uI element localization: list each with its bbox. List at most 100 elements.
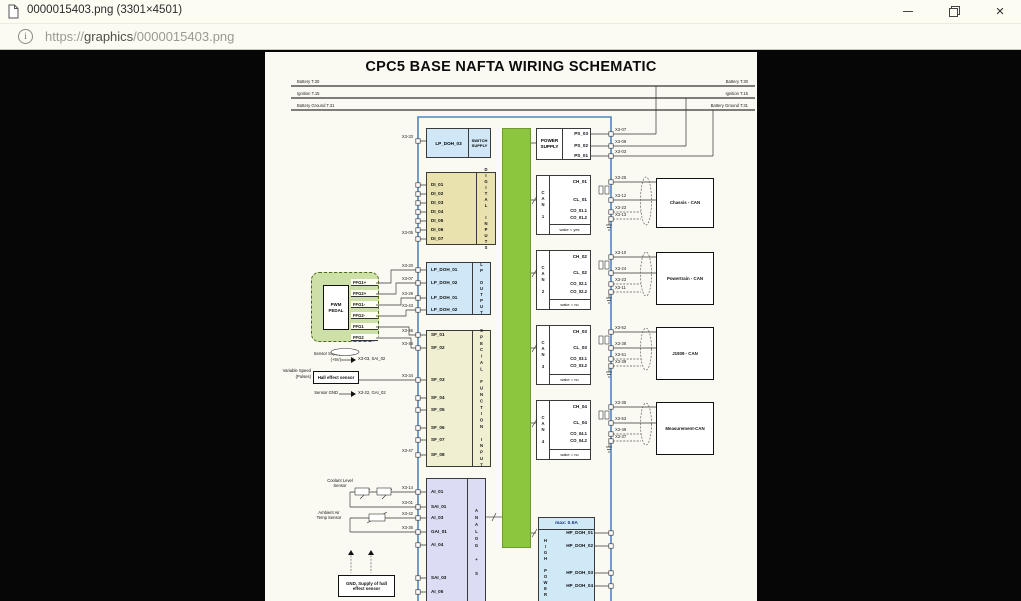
variable-speed-label: Variable Speed — [282, 368, 311, 373]
analog-title: ANALOG + S — [474, 508, 479, 578]
io-frame — [417, 116, 612, 601]
pin-label: X3-13 — [615, 212, 627, 217]
sf-label: SF_02 — [431, 345, 445, 350]
pin-label: X3-14 — [401, 485, 413, 490]
pin-label: X3-48 — [401, 341, 413, 346]
pin-label: X3-52 — [615, 325, 627, 330]
can1-tag: CAN 1 — [540, 190, 546, 220]
tab-title[interactable]: 0000015403.png (3301×4501) — [27, 4, 183, 16]
pin-label: X3-07 — [615, 127, 627, 132]
address-bar[interactable]: i https://graphics/0000015403.png — [0, 24, 1021, 50]
can3-ch: CH_03 — [572, 329, 587, 334]
pwm-pedal-box: PWM PEDAL — [323, 285, 349, 330]
pin-label: X3-12 — [615, 193, 627, 198]
can4-co2: CO_04.2 — [570, 438, 587, 443]
variable-speed-label2: (Pulses) — [295, 374, 311, 379]
hp-label: HP_DOH_03 — [566, 570, 593, 575]
rail-label: Battery T.30 — [297, 79, 320, 84]
sf-label: SF_08 — [431, 452, 445, 457]
di-label: DI_05 — [431, 218, 444, 223]
pin-label: X3-23 — [615, 277, 627, 282]
sensor-supply-pin: X3-03, SAI_02 — [358, 356, 386, 361]
can2-tag: CAN 2 — [540, 265, 546, 295]
rail-label: Battery T.30 — [725, 79, 748, 84]
an-label: AI_03 — [431, 515, 444, 520]
di-label: DI_03 — [431, 200, 444, 205]
site-info-icon[interactable]: i — [18, 29, 33, 44]
can4-ch: CH_04 — [572, 404, 587, 409]
pin-label: X3-24 — [615, 266, 627, 271]
pin-label: X3-37 — [615, 434, 627, 439]
can2-wake: wake = no — [549, 299, 590, 309]
block-can2: CAN 2 wake = no — [536, 250, 591, 310]
can4-cl: CL_04 — [573, 420, 587, 425]
close-button[interactable]: × — [980, 0, 1020, 23]
connector-pins — [415, 131, 614, 595]
pin-label: X3-49 — [615, 427, 627, 432]
url-text[interactable]: https://graphics/0000015403.png — [45, 29, 234, 44]
sf-label: SF_05 — [431, 407, 445, 412]
sensor-supply-label2: (+5V) — [330, 357, 341, 362]
can3-co1: CO_03.1 — [570, 356, 587, 361]
schematic-wiring — [291, 85, 755, 601]
can2-co2: CO_02.2 — [570, 289, 587, 294]
di-label: DI_04 — [431, 209, 444, 214]
switch-supply-role: SWITCH SUPPLY — [471, 137, 488, 148]
high-power-title: HIGH POWER — [543, 537, 548, 598]
block-analog: ANALOG + S — [426, 478, 486, 601]
block-power-supply: POWER SUPPLY — [536, 128, 591, 160]
sf-label: SF_07 — [431, 437, 445, 442]
block-can1: CAN 1 wake = yes — [536, 175, 591, 235]
block-can3: CAN 3 wake = no — [536, 325, 591, 385]
gnd-supply-box: GND, Supply of hall effect sensor — [338, 575, 395, 597]
ps-label: PS_01 — [574, 153, 588, 158]
can4-wake: wake = no — [549, 449, 590, 459]
can2-cl: CL_02 — [573, 270, 587, 275]
shielded-wires — [350, 176, 652, 573]
pin-label: X3-38 — [615, 341, 627, 346]
pin-label: X3-42 — [401, 511, 413, 516]
coolant-sensor-label: Coolant Level Sensor — [327, 478, 353, 489]
pwm-signal: FFG1 — [351, 323, 378, 330]
pin-label: X3-29 — [401, 291, 413, 296]
digital-inputs-title: DIGITAL INPUTS — [483, 166, 489, 251]
pin-label: X3-20 — [401, 263, 413, 268]
pin-label: X3-53 — [615, 416, 627, 421]
an-label: SAI_01 — [431, 504, 447, 509]
pin-label: X3-05 — [401, 230, 413, 235]
sf-label: SF_03 — [431, 377, 445, 382]
minimize-button[interactable] — [888, 0, 928, 23]
restore-button[interactable] — [934, 0, 974, 23]
pwm-signal: FFG2- — [351, 312, 378, 319]
pin-label: X3-25 — [615, 175, 627, 180]
pin-label: X3-51 — [615, 352, 627, 357]
block-lp-output: LP OUTPUT — [426, 262, 491, 316]
pwm-signal: FFG2+ — [351, 290, 378, 297]
url-path: /0000015403.png — [133, 29, 235, 44]
can1-co1: CO_01.1 — [570, 208, 587, 213]
di-label: DI_02 — [431, 191, 444, 196]
can4-tag: CAN 4 — [540, 415, 546, 445]
an-label: AI_04 — [431, 542, 444, 547]
di-label: DI_06 — [431, 227, 444, 232]
ps-label: PS_02 — [574, 143, 588, 148]
rail-drop-wires — [613, 86, 714, 157]
rail-label: Battery Ground T.31 — [297, 103, 335, 108]
image-viewport[interactable]: CPC5 BASE NAFTA WIRING SCHEMATIC Battery… — [265, 52, 757, 601]
sensor-gnd-pin: X3-22, GAI_02 — [358, 390, 386, 395]
pwm-signal: FFG1- — [351, 301, 378, 308]
pin-label: X3-07 — [401, 276, 413, 281]
bus-box-measurement-can: Measurement-CAN — [656, 402, 714, 455]
pin-label: X3-34 — [401, 373, 413, 378]
block-switch-supply: LP_DOH_03 SWITCH SUPPLY — [426, 128, 491, 158]
block-can4: CAN 4 wake = no — [536, 400, 591, 460]
hp-label: HP_DOH_04 — [566, 583, 593, 588]
can3-co2: CO_03.2 — [570, 363, 587, 368]
arrow-markers — [348, 357, 374, 555]
lp-label: LP_DOH_01 — [431, 295, 458, 300]
can3-tag: CAN 3 — [540, 340, 546, 370]
sensor-supply-label: Sensor Supply — [313, 351, 341, 356]
block-digital-inputs: DIGITAL INPUTS — [426, 167, 496, 251]
block-high-power: max: 0.9A HIGH POWER — [538, 517, 595, 601]
